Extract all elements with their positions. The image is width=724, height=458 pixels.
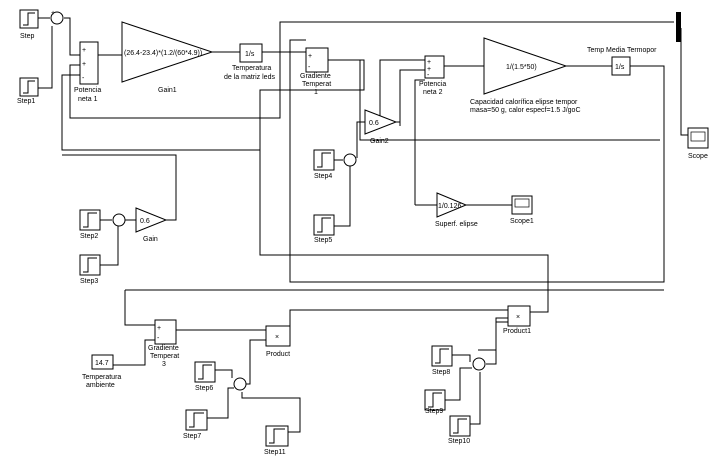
- sum8-block[interactable]: [472, 357, 486, 371]
- step9-block[interactable]: Step9: [424, 389, 446, 415]
- grad1-minus: -: [308, 64, 311, 71]
- sum4-block[interactable]: [343, 153, 357, 167]
- sum6-block[interactable]: [233, 377, 247, 391]
- step5-label: Step5: [314, 237, 332, 244]
- step9-label: Step9: [425, 408, 443, 415]
- grad1-label-c: 1: [314, 89, 318, 96]
- pot1-minus: -: [82, 75, 85, 82]
- temperatura-ambiente-block[interactable]: 14.7 Temperatura ambiente: [82, 354, 121, 389]
- grad3-label-c: 3: [162, 361, 166, 368]
- gain-label: Gain: [143, 236, 158, 243]
- gradiente-temperat-1-block[interactable]: + - Gradiente Temperat 1: [300, 47, 331, 96]
- step4-label: Step4: [314, 173, 332, 180]
- gain1-block[interactable]: (26.4-23.4)*(1.2/(60*4.9)) Gain1: [121, 21, 214, 94]
- signal-lines: [38, 17, 688, 433]
- step10-block[interactable]: Step10: [448, 415, 471, 445]
- pot2-plus-b: +: [427, 66, 431, 73]
- step11-block[interactable]: Step11: [264, 425, 289, 456]
- scope-label: Scope: [688, 153, 708, 160]
- step4-block[interactable]: Step4: [313, 149, 335, 180]
- pot2-minus: -: [427, 72, 430, 79]
- sum1-plus: +: [51, 10, 55, 17]
- potencia-neta-2-block[interactable]: + + - Potencia neta 2: [419, 55, 446, 96]
- potencia-neta-1-block[interactable]: + + - Potencia neta 1: [74, 41, 101, 103]
- scope1-block[interactable]: Scope1: [510, 195, 534, 225]
- grad1-plus: +: [308, 53, 312, 60]
- step6-label: Step6: [195, 385, 213, 392]
- integrator-temp-matriz-block[interactable]: 1/s Temperatura de la matriz leds: [224, 43, 275, 81]
- superf-elipse-gain-block[interactable]: 1/0.126 Superf. elipse: [435, 192, 478, 228]
- gain2-block[interactable]: 0.6 Gain2: [364, 109, 398, 145]
- product1-label: Product1: [503, 328, 531, 335]
- temp-matriz-label-a: Temperatura: [232, 65, 271, 72]
- step-label: Step: [20, 33, 35, 40]
- step3-block[interactable]: Step3: [79, 254, 101, 285]
- pot2-label-b: neta 2: [423, 89, 443, 96]
- step2-label: Step2: [80, 233, 98, 240]
- step-block[interactable]: Step: [19, 9, 39, 40]
- gain2-value: 0.6: [369, 120, 379, 127]
- product1-block[interactable]: × Product1: [503, 305, 531, 335]
- sum2-block[interactable]: [112, 213, 126, 227]
- step3-label: Step3: [80, 278, 98, 285]
- gain1-label: Gain1: [158, 87, 177, 94]
- step1-block[interactable]: Step1: [17, 77, 39, 105]
- grad1-label-a: Gradiente: [300, 73, 331, 80]
- pot2-plus-a: +: [427, 59, 431, 66]
- capacidad-calorifica-gain-block[interactable]: 1/(1.5*50) Capacidad calorífica elipse t…: [470, 37, 581, 114]
- product1-symbol: ×: [516, 314, 520, 321]
- const-label-b: ambiente: [86, 382, 115, 389]
- step8-block[interactable]: Step8: [431, 345, 453, 376]
- mux-block[interactable]: [676, 12, 681, 42]
- grad3-label-a: Gradiente: [148, 345, 179, 352]
- gain1-expr: (26.4-23.4)*(1.2/(60*4.9)): [124, 50, 202, 57]
- grad3-plus: +: [157, 325, 161, 332]
- cap-label-b: masa=50 g, calor especf=1.5 J/goC: [470, 107, 581, 114]
- superf-label: Superf. elipse: [435, 221, 478, 228]
- int2-symbol: 1/s: [615, 64, 625, 71]
- grad3-minus: -: [157, 335, 160, 342]
- temp-matriz-label-b: de la matriz leds: [224, 74, 275, 81]
- step11-label: Step11: [264, 449, 286, 456]
- pot1-label-a: Potencia: [74, 87, 101, 94]
- gradiente-temperat-3-block[interactable]: + - Gradiente Temperat 3: [148, 319, 179, 368]
- scope1-label: Scope1: [510, 218, 534, 225]
- step8-label: Step8: [432, 369, 450, 376]
- temp-media-label: Temp Media Termopor: [587, 47, 657, 54]
- product-label: Product: [266, 351, 290, 358]
- pot1-plus-a: +: [82, 47, 86, 54]
- step6-block[interactable]: Step6: [194, 361, 216, 392]
- gain2-label: Gain2: [370, 138, 389, 145]
- step10-label: Step10: [448, 438, 470, 445]
- grad1-label-b: Temperat: [302, 81, 331, 88]
- cap-label-a: Capacidad calorífica elipse tempor: [470, 99, 578, 106]
- pot1-label-b: neta 1: [78, 96, 98, 103]
- step7-block[interactable]: Step7: [183, 409, 208, 440]
- step2-block[interactable]: Step2: [79, 209, 101, 240]
- pot2-label-a: Potencia: [419, 81, 446, 88]
- scope-block[interactable]: Scope: [687, 127, 709, 160]
- const-value: 14.7: [95, 360, 109, 367]
- step7-label: Step7: [183, 433, 201, 440]
- int1-symbol: 1/s: [245, 51, 255, 58]
- product-symbol: ×: [275, 334, 279, 341]
- gain-block[interactable]: 0.6 Gain: [135, 207, 168, 243]
- product-block[interactable]: × Product: [265, 325, 291, 358]
- grad3-label-b: Temperat: [150, 353, 179, 360]
- cap-gain-expr: 1/(1.5*50): [506, 64, 537, 71]
- const-label-a: Temperatura: [82, 374, 121, 381]
- sum1-block[interactable]: +: [50, 10, 64, 25]
- superf-expr: 1/0.126: [438, 203, 461, 210]
- step5-block[interactable]: Step5: [313, 214, 335, 244]
- pot1-plus-b: +: [82, 61, 86, 68]
- gain-value: 0.6: [140, 218, 150, 225]
- step1-label: Step1: [17, 98, 35, 105]
- integrator-temp-media-block[interactable]: Temp Media Termopor 1/s: [587, 47, 657, 76]
